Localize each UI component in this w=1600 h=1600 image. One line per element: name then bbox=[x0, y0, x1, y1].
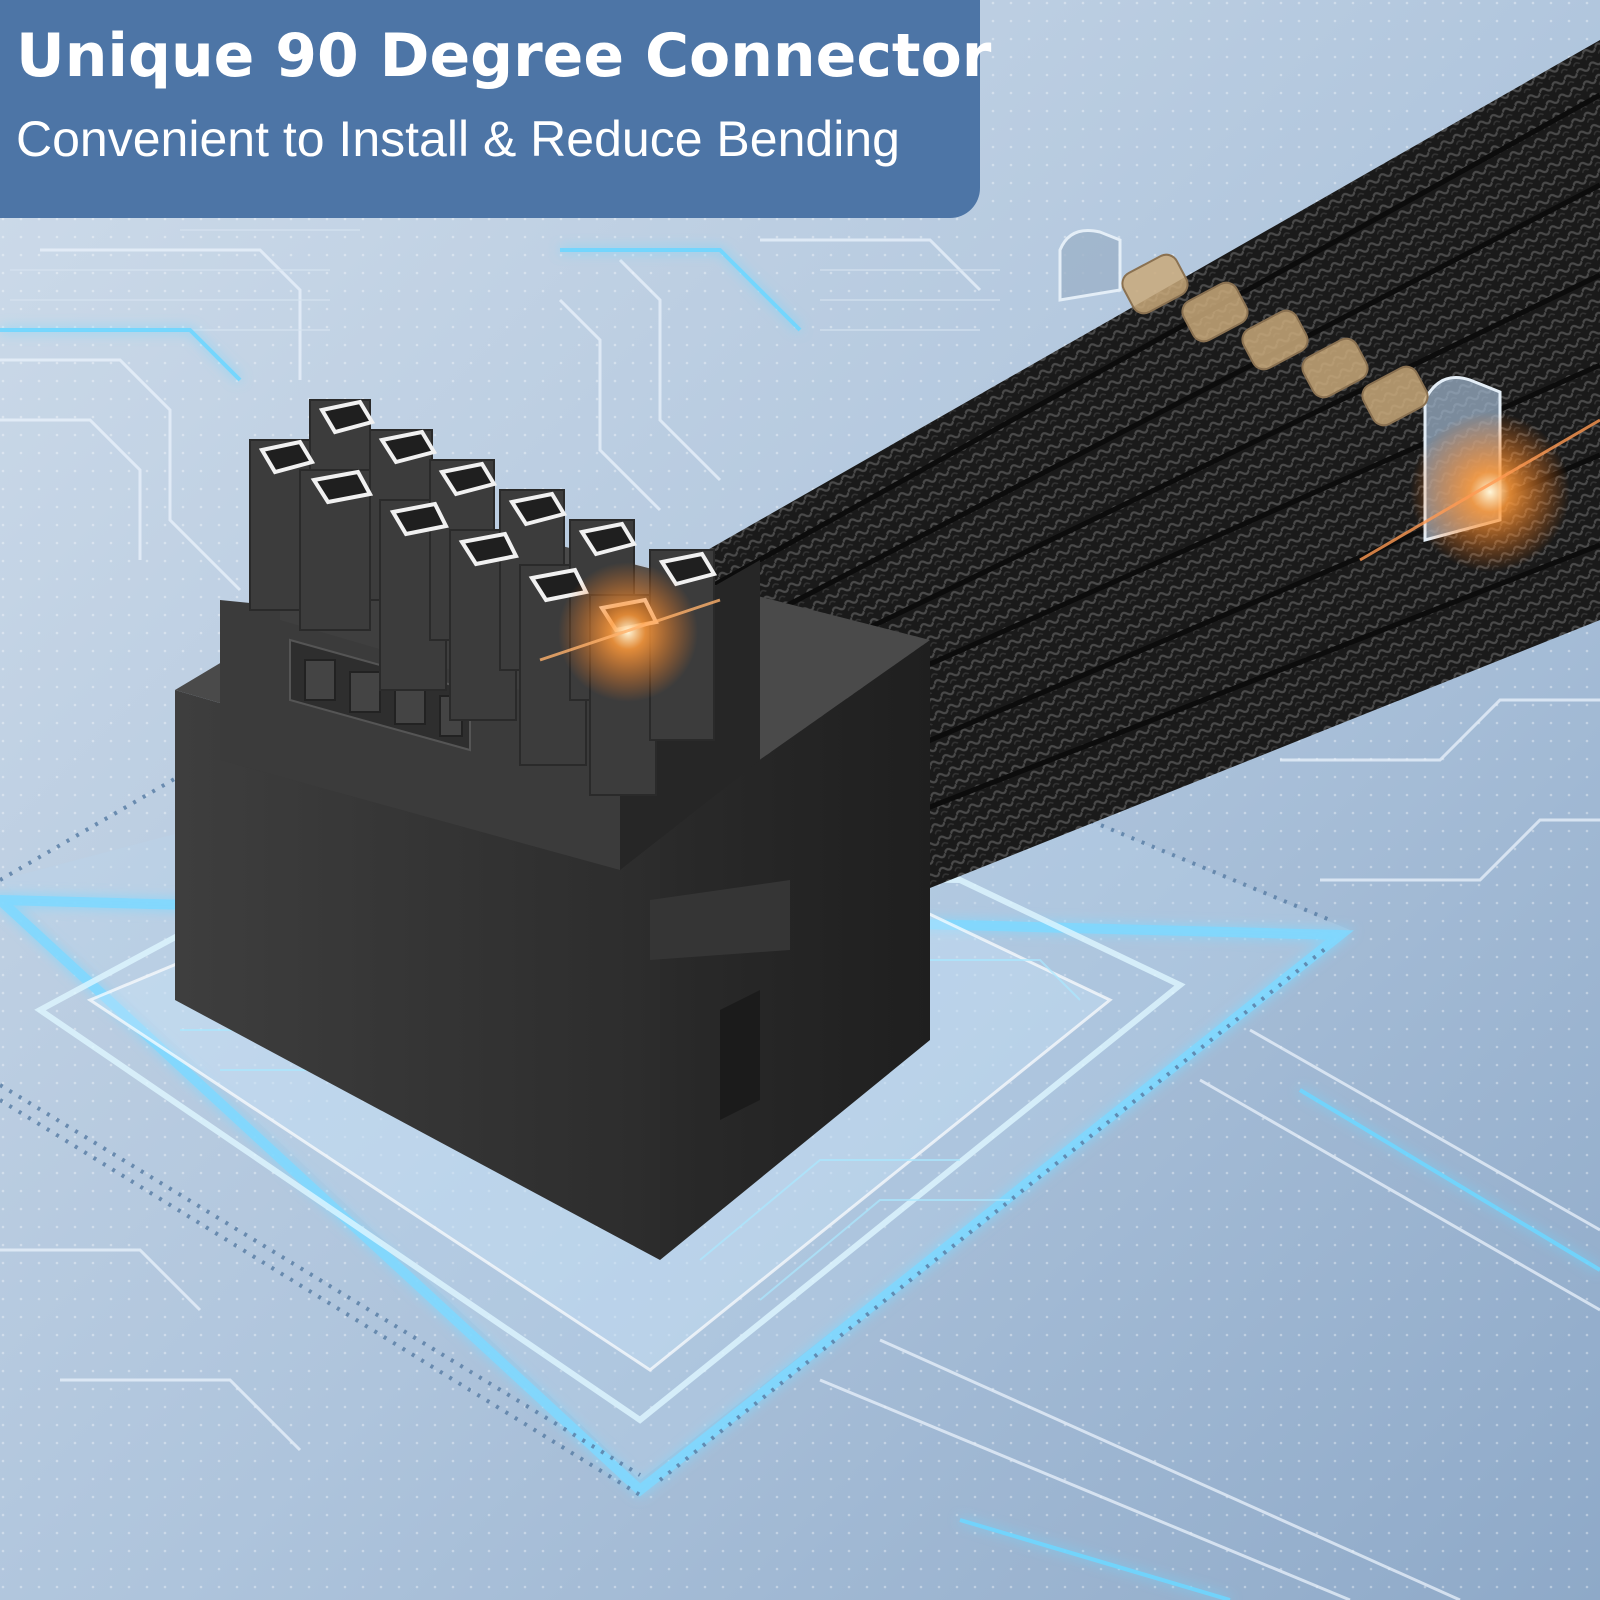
comb-sleeves bbox=[1121, 253, 1429, 427]
feature-headline: Unique 90 Degree Connector bbox=[16, 21, 992, 91]
light-flares bbox=[539, 412, 1600, 702]
feature-banner: Unique 90 Degree Connector Convenient to… bbox=[0, 0, 992, 218]
feature-subline: Convenient to Install & Reduce Bending bbox=[16, 111, 900, 167]
pin-towers bbox=[249, 399, 718, 796]
